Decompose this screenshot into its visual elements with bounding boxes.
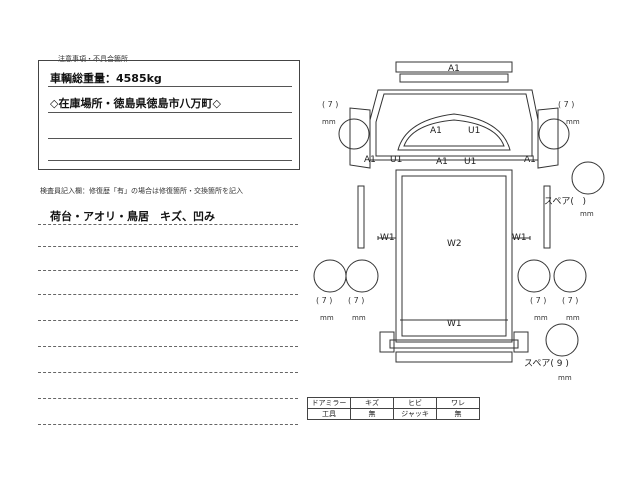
tire-depth-value: 9 <box>556 359 563 369</box>
label-w1-rear: W1 <box>447 319 462 329</box>
rear-right-light <box>513 331 529 353</box>
dashed-line <box>38 224 298 225</box>
label-a1-front: A1 <box>448 64 460 74</box>
label-a1-left: A1 <box>364 155 376 165</box>
cab-inner <box>375 93 533 157</box>
windshield-inner <box>403 119 505 147</box>
rear-frame <box>389 339 519 349</box>
dashed-line <box>38 320 298 321</box>
tire-front-left <box>338 118 370 150</box>
tire-rear-right-outer <box>553 259 587 293</box>
rear-bumper <box>395 351 513 363</box>
spare-tire-1 <box>571 161 605 195</box>
tire-depth-value: 7 <box>567 296 573 305</box>
notes-label: 注意事項・不具合箇所 <box>56 54 130 64</box>
spare-text: スペア <box>544 197 571 207</box>
tire-depth-rear-left-inner: ( 7 ) <box>348 296 365 305</box>
tire-depth-value: 7 <box>321 296 327 305</box>
right-rail <box>543 185 551 249</box>
label-a1-center: A1 <box>436 157 448 167</box>
label-w2: W2 <box>447 239 462 249</box>
table-cell: キズ <box>350 397 394 409</box>
inspector-entry: 荷台・アオリ・鳥居 キズ、凹み <box>50 210 215 223</box>
tire-rear-left-outer <box>313 259 347 293</box>
dashed-line <box>38 372 298 373</box>
table-cell: ジャッキ <box>393 408 437 420</box>
front-grille <box>399 73 509 83</box>
unit-mm: mm <box>322 118 336 126</box>
dashed-line <box>38 346 298 347</box>
cargo-bed-inner <box>401 175 507 337</box>
tire-depth-rear-left-outer: ( 7 ) <box>316 296 333 305</box>
tire-depth-front-right: ( 7 ) <box>558 100 575 109</box>
tire-depth-value: 7 <box>563 100 569 109</box>
table-cell: 無 <box>350 408 394 420</box>
label-u1-center: U1 <box>464 157 476 167</box>
tire-rear-right-inner <box>517 259 551 293</box>
windshield <box>397 113 511 151</box>
notes-box <box>38 60 300 170</box>
rear-left-light <box>379 331 395 353</box>
notes-line <box>48 86 292 87</box>
label-a1-windshield: A1 <box>430 126 442 136</box>
tire-depth-value: 7 <box>535 296 541 305</box>
spare-tire-2 <box>545 323 579 357</box>
equipment-table: ドアミラー キズ ヒビ ワレ 工具 無 ジャッキ 無 <box>307 397 480 420</box>
front-bumper <box>395 61 513 73</box>
notes-line <box>48 112 292 113</box>
unit-mm: mm <box>558 374 572 382</box>
label-w1-left: W1 <box>380 233 395 243</box>
left-door <box>349 107 371 169</box>
tire-depth-front-left: ( 7 ) <box>322 100 339 109</box>
vehicle-diagram: A1 A1 U1 A1 U1 A1 U1 A1 W1 W2 W1 W1 <box>313 61 605 363</box>
label-a1-right: A1 <box>524 155 536 165</box>
label-u1-left: U1 <box>390 155 402 165</box>
inspector-label: 検査員記入欄：修復歴「有」の場合は修復箇所・交換箇所を記入 <box>40 187 243 195</box>
right-door <box>537 107 559 169</box>
dashed-line <box>38 424 298 425</box>
notes-line <box>48 138 292 139</box>
unit-mm: mm <box>580 210 594 218</box>
w1-right-marker <box>512 236 531 240</box>
table-cell: 無 <box>436 408 480 420</box>
tire-depth-rear-right-outer: ( 7 ) <box>562 296 579 305</box>
tire-rear-left-inner <box>345 259 379 293</box>
left-rail <box>357 185 365 249</box>
unit-mm: mm <box>352 314 366 322</box>
tire-depth-value: 7 <box>353 296 359 305</box>
spare-label-1: スペア( ) <box>544 197 586 207</box>
table-cell: ヒビ <box>393 397 437 409</box>
dashed-line <box>38 398 298 399</box>
unit-mm: mm <box>534 314 548 322</box>
dashed-line <box>38 270 298 271</box>
notes-line <box>48 160 292 161</box>
table-row: ドアミラー キズ ヒビ ワレ <box>307 397 480 409</box>
dashed-line <box>38 294 298 295</box>
unit-mm: mm <box>320 314 334 322</box>
unit-mm: mm <box>566 314 580 322</box>
table-cell: ドアミラー <box>307 397 351 409</box>
table-cell: 工具 <box>307 408 351 420</box>
label-w1-right: W1 <box>512 233 527 243</box>
spare-label-2: スペア( 9 ) <box>524 359 569 369</box>
table-row: 工具 無 ジャッキ 無 <box>307 408 480 420</box>
tire-front-right <box>538 118 570 150</box>
stock-location: ◇在庫場所・徳島県徳島市八万町◇ <box>50 97 221 110</box>
tire-depth-value: 7 <box>327 100 333 109</box>
label-u1-windshield: U1 <box>468 126 480 136</box>
dashed-line <box>38 246 298 247</box>
w1-left-marker <box>377 236 396 240</box>
tire-depth-rear-right-inner: ( 7 ) <box>530 296 547 305</box>
cargo-bed <box>395 169 513 343</box>
spare-text: スペア <box>524 359 551 369</box>
vehicle-weight: 車輌総重量：4585kg <box>50 72 162 85</box>
unit-mm: mm <box>566 118 580 126</box>
table-cell: ワレ <box>436 397 480 409</box>
